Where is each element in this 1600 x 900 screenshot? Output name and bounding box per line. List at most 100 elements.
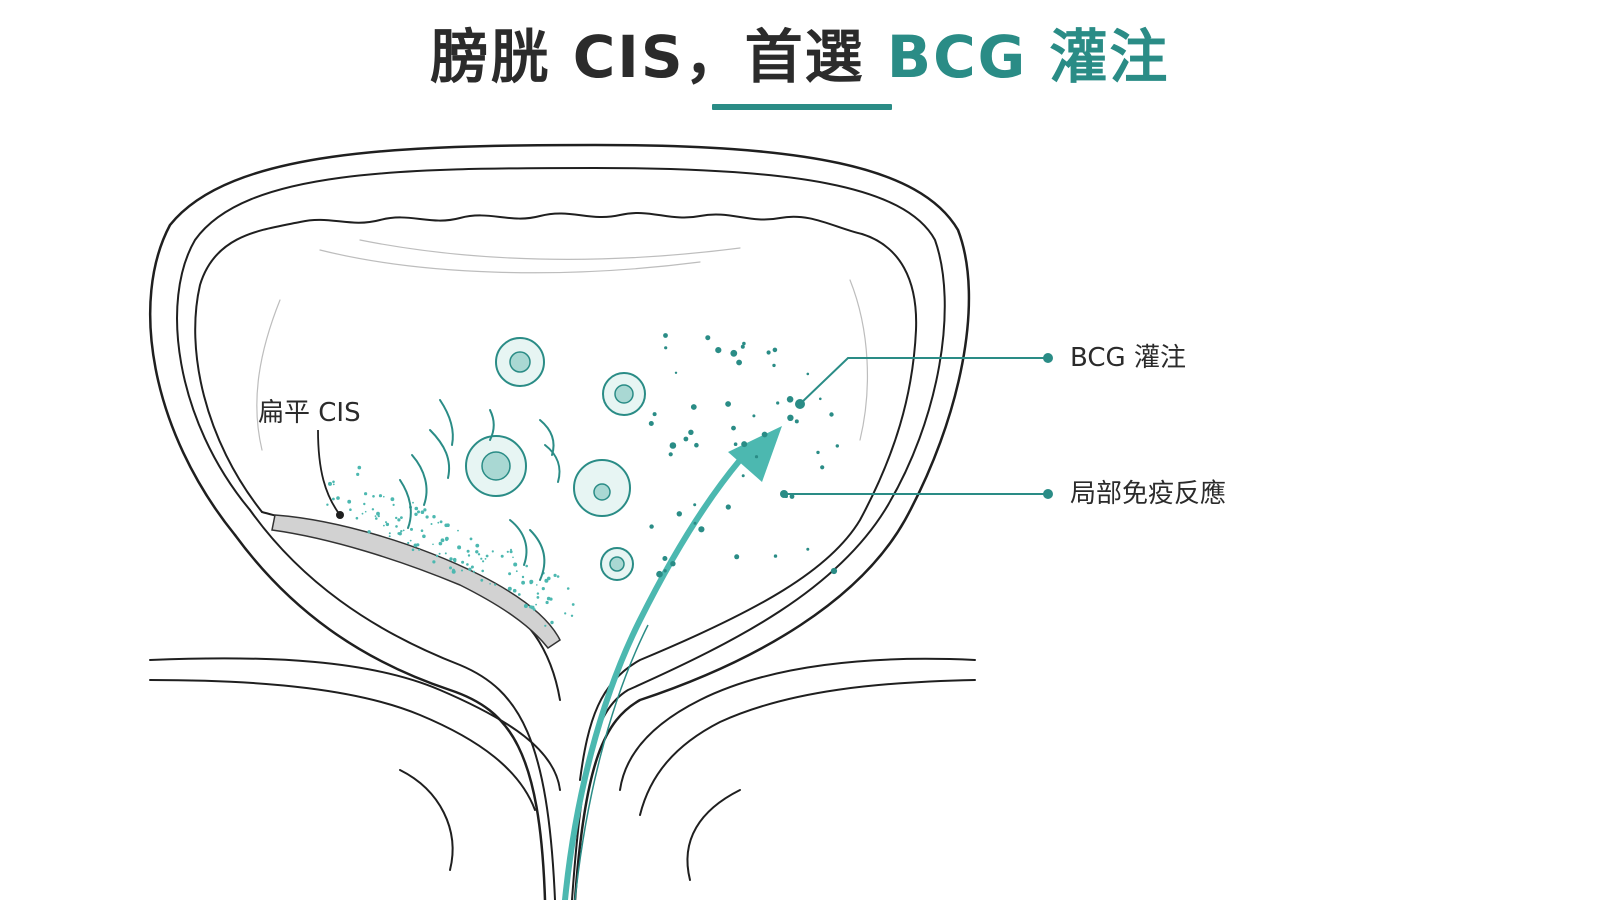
bcg-particle <box>772 363 776 368</box>
bcg-particle <box>649 524 654 529</box>
bcg-particle <box>439 520 443 524</box>
bcg-particle <box>549 597 553 601</box>
bcg-particle <box>371 508 375 511</box>
bcg-particle <box>787 414 794 421</box>
bcg-particle <box>529 605 533 609</box>
bcg-particle <box>466 549 470 553</box>
bcg-particle <box>397 532 401 535</box>
bcg-particle <box>656 570 663 578</box>
bcg-particle <box>364 510 367 513</box>
bcg-particle <box>364 492 368 496</box>
bcg-particle <box>355 516 359 520</box>
bcg-particle <box>648 421 654 426</box>
bcg-particle <box>328 481 332 486</box>
bcg-particle <box>332 497 335 501</box>
bcg-particle <box>347 499 352 504</box>
bcg-particle <box>385 521 387 524</box>
pelvic-tissue-left-2 <box>149 679 536 811</box>
bcg-particle <box>438 541 443 546</box>
bcg-particle <box>668 452 673 457</box>
bcg-particle <box>414 506 419 511</box>
leader-immune-dot <box>1043 489 1053 499</box>
bcg-particle <box>509 550 513 554</box>
bcg-particle <box>752 414 756 418</box>
page-title: 膀胱 CIS，首選 BCG 灌注 <box>0 22 1600 92</box>
bladder-outer-wall <box>148 143 971 900</box>
bcg-particle <box>513 562 518 567</box>
bcg-particle <box>693 503 697 507</box>
bcg-particle <box>523 604 528 608</box>
bcg-particle <box>690 404 697 410</box>
bcg-particle <box>829 412 834 417</box>
bcg-particle <box>669 442 677 449</box>
bcg-particle <box>357 465 362 470</box>
bcg-particle <box>674 371 678 374</box>
bcg-particle <box>422 534 426 539</box>
bcg-particle <box>819 397 822 401</box>
bcg-particle <box>416 543 420 547</box>
bcg-particle <box>432 515 436 519</box>
bcg-particle <box>457 545 462 550</box>
bcg-particle <box>395 525 398 528</box>
bcg-particle <box>544 578 549 583</box>
bcg-particle <box>378 494 383 498</box>
bcg-particle <box>383 524 385 527</box>
bcg-particle <box>734 554 740 560</box>
bcg-particle <box>475 550 479 554</box>
pelvic-tissue-right-2 <box>639 679 976 816</box>
leader-bcg-dot <box>1043 353 1053 363</box>
bcg-particle <box>733 442 738 447</box>
bcg-particle <box>452 568 455 572</box>
bcg-particle <box>440 538 445 543</box>
bcg-particle <box>683 436 689 442</box>
bcg-particle <box>547 576 551 581</box>
label-cis: 扁平 CIS <box>258 398 361 428</box>
bcg-particle <box>377 515 380 518</box>
bcg-particle <box>508 572 512 576</box>
bcg-particle <box>545 600 549 605</box>
bcg-particle <box>425 515 429 519</box>
bcg-particle <box>741 474 745 478</box>
bcg-particle <box>529 579 534 584</box>
bcg-particle <box>742 341 746 346</box>
bcg-particle <box>506 550 509 553</box>
pelvic-tissue-right <box>619 657 976 791</box>
bladder-mucosa <box>194 211 918 781</box>
bcg-particle <box>438 552 441 555</box>
bcg-particle <box>472 570 475 573</box>
bcg-particle <box>412 501 414 504</box>
bcg-particle <box>715 347 722 354</box>
bcg-particle <box>372 495 375 498</box>
title-highlight: BCG 灌注 <box>886 23 1170 91</box>
bcg-particle <box>363 502 366 506</box>
bcg-particle <box>761 431 768 438</box>
leader-cis <box>317 429 341 516</box>
lower-tissue-left <box>399 769 454 871</box>
bcg-particle <box>517 593 521 596</box>
bcg-particle <box>395 516 398 520</box>
leader-lines <box>784 357 1048 495</box>
bcg-particle <box>326 503 329 506</box>
bcg-particle <box>356 472 360 476</box>
bcg-particle <box>423 508 427 512</box>
bcg-particle <box>480 557 483 560</box>
title-underline <box>712 104 892 110</box>
bcg-particle <box>541 587 545 591</box>
bladder-wall-layer-2 <box>176 166 946 900</box>
bcg-particle <box>475 543 480 548</box>
bcg-particle <box>566 587 570 590</box>
bcg-particle <box>336 496 340 500</box>
bcg-particle <box>806 547 810 551</box>
immune-wave <box>399 399 561 581</box>
bcg-particle <box>794 419 799 424</box>
bcg-particle <box>432 560 436 564</box>
bcg-particle <box>376 511 380 516</box>
bcg-particle <box>556 575 560 578</box>
bcg-particle <box>385 522 390 527</box>
bcg-particle <box>430 523 433 525</box>
lumen-line <box>359 239 741 260</box>
bcg-particle <box>676 511 682 517</box>
bcg-particle <box>663 569 667 573</box>
bcg-particle <box>467 554 471 557</box>
bcg-particle <box>332 480 335 484</box>
